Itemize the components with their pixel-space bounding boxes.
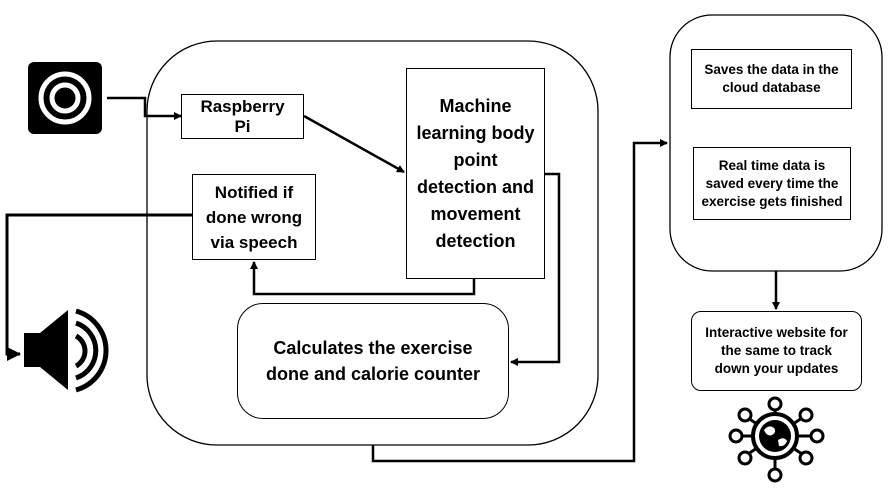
arrow-notify-to-speaker bbox=[5, 213, 192, 361]
camera-icon bbox=[28, 62, 102, 134]
ml-detection-box: Machine learning body point detection an… bbox=[406, 68, 545, 279]
arrow-ml-to-notify bbox=[250, 261, 476, 296]
arrow-camera-to-pi bbox=[107, 96, 182, 120]
speaker-icon bbox=[24, 308, 109, 393]
website-box: Interactive website for the same to trac… bbox=[691, 311, 862, 391]
cloud-save-box: Saves the data in the cloud database bbox=[691, 49, 852, 109]
arrow-ml-to-calculate bbox=[510, 172, 561, 366]
notify-speech-box: Notified if done wrong via speech bbox=[192, 174, 316, 260]
raspberry-pi-box: Raspberry Pi bbox=[181, 94, 304, 139]
network-globe-icon bbox=[728, 396, 825, 483]
calculate-box: Calculates the exercise done and calorie… bbox=[237, 303, 509, 419]
arrow-processing-to-cloud bbox=[371, 139, 668, 463]
arrow-pi-to-ml bbox=[303, 114, 405, 174]
realtime-save-box: Real time data is saved every time the e… bbox=[693, 147, 851, 220]
